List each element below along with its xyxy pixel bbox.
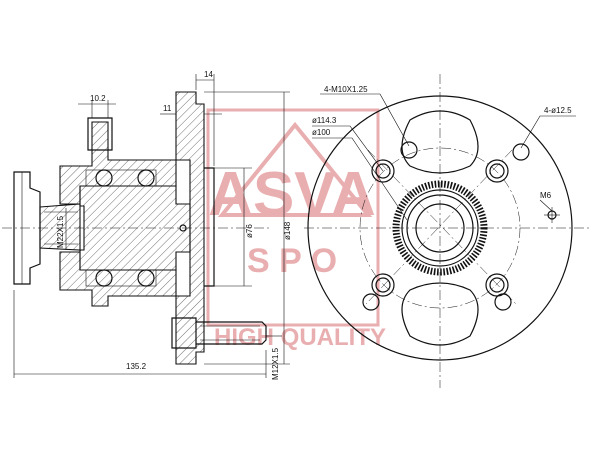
dim-hole-diameter: 4-ø12.5 [544, 106, 572, 115]
dim-stud-thread: M12X1.5 [271, 347, 280, 380]
wheel-stud [171, 317, 267, 349]
dim-bolt-thread: 4-M10X1.25 [324, 85, 368, 94]
watermark-frame [206, 108, 380, 327]
side-section-view [2, 91, 270, 365]
dim-flange-step: 11 [163, 104, 172, 113]
dim-pilot-diameter: ø76 [245, 224, 254, 238]
hub-body [79, 185, 191, 271]
flange-hole [179, 224, 187, 232]
dim-bolt-circle: ø114.3 [312, 116, 337, 125]
dim-flange-diameter: ø148 [283, 221, 292, 240]
watermark-line: S P O [247, 242, 337, 280]
dim-screw-hole: M6 [540, 191, 552, 200]
dim-overall-length: 135.2 [126, 362, 147, 371]
abs-ring-inner [401, 189, 479, 267]
stud-holes [362, 141, 530, 311]
dim-center-bore: ø100 [312, 128, 331, 137]
left-cap [13, 171, 41, 285]
side-view-dimension-lines [13, 74, 290, 378]
front-view-leaders [312, 93, 576, 221]
flange-outline [307, 95, 573, 361]
watermark-tagline: HIGH QUALITY [214, 324, 386, 351]
bolt-circle [359, 147, 521, 309]
axle-shaft [39, 203, 81, 251]
screw-hole-m6 [544, 207, 560, 223]
pilot-ring [406, 194, 474, 262]
hub-flange [175, 91, 215, 365]
dim-pilot-length: 10.2 [90, 94, 106, 103]
flange-lobes [401, 110, 479, 346]
dim-axle-thread: M22X1.5 [56, 215, 65, 248]
abs-ring-outer [392, 180, 488, 276]
watermark-emblem [217, 121, 373, 217]
center-bore [415, 203, 465, 253]
watermark: ASVA S P O HIGH QUALITY [206, 108, 386, 351]
watermark-brand: ASVA [208, 160, 376, 229]
dim-flange-thickness: 14 [204, 70, 213, 79]
